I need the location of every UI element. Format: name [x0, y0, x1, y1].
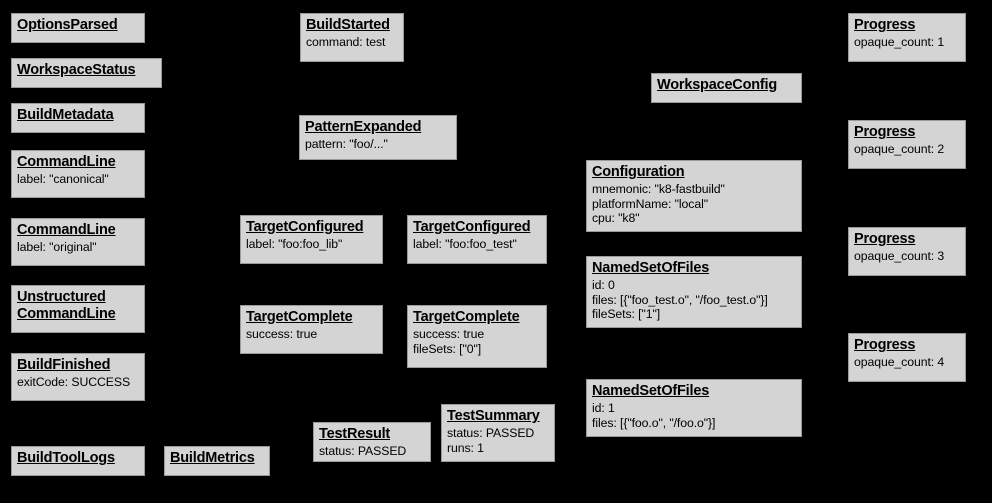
event-node-title: TestSummary: [447, 408, 540, 424]
event-node-title: Progress: [854, 17, 916, 33]
event-node-target-configured-foo-lib[interactable]: TargetConfigured label: "foo:foo_lib": [240, 215, 383, 264]
event-node-field: opaque_count: 3: [854, 249, 945, 264]
event-node-field: status: PASSED: [447, 426, 535, 441]
event-node-field: platformName: "local": [592, 196, 708, 211]
event-node-field: runs: 1: [447, 440, 484, 455]
event-node-title: Progress: [854, 124, 916, 140]
event-node-configuration[interactable]: Configuration mnemonic: "k8-fastbuild"pla…: [586, 160, 802, 232]
event-node-field: id: 0: [592, 278, 615, 293]
event-node-title: TargetConfigured: [413, 219, 531, 235]
event-node-command-line-canonical[interactable]: CommandLine label: "canonical": [11, 150, 145, 198]
event-node-field: label: "foo:foo_test": [413, 237, 517, 252]
event-node-command-line-original[interactable]: CommandLine label: "original": [11, 218, 145, 266]
event-node-build-metrics[interactable]: BuildMetrics: [164, 446, 270, 476]
event-node-title: TargetComplete: [246, 309, 353, 325]
event-node-field: fileSets: ["0"]: [413, 341, 482, 356]
event-node-title: Unstructured CommandLine: [17, 289, 116, 323]
event-node-title: TargetComplete: [413, 309, 520, 325]
event-node-workspace-status[interactable]: WorkspaceStatus: [11, 58, 162, 88]
event-node-progress-3[interactable]: Progress opaque_count: 3: [848, 227, 966, 276]
event-node-title: BuildStarted: [306, 17, 390, 33]
event-node-test-result[interactable]: TestResult status: PASSED: [313, 422, 431, 462]
event-node-build-finished[interactable]: BuildFinished exitCode: SUCCESS: [11, 353, 145, 401]
event-node-title: CommandLine: [17, 222, 116, 238]
event-node-field: exitCode: SUCCESS: [17, 375, 131, 390]
event-node-field: files: [{"foo_test.o", "/foo_test.o"}]: [592, 292, 768, 307]
event-node-field: cpu: "k8": [592, 211, 640, 226]
event-node-title: BuildMetrics: [170, 450, 255, 466]
event-node-build-started[interactable]: BuildStarted command: test: [300, 13, 404, 62]
event-node-title: BuildFinished: [17, 357, 111, 373]
event-node-field: opaque_count: 4: [854, 355, 945, 370]
event-node-field: mnemonic: "k8-fastbuild": [592, 182, 725, 197]
event-node-title: NamedSetOfFiles: [592, 260, 710, 276]
event-node-field: command: test: [306, 35, 386, 50]
event-node-field: opaque_count: 1: [854, 35, 945, 50]
event-node-options-parsed[interactable]: OptionsParsed: [11, 13, 145, 43]
event-node-field: success: true: [246, 327, 318, 342]
event-node-field: pattern: "foo/...": [305, 137, 388, 152]
event-node-title: WorkspaceStatus: [17, 62, 136, 78]
event-node-build-metadata[interactable]: BuildMetadata: [11, 103, 145, 133]
event-node-title: OptionsParsed: [17, 17, 118, 33]
event-node-title: BuildToolLogs: [17, 450, 115, 466]
event-node-build-tool-logs[interactable]: BuildToolLogs: [11, 446, 145, 476]
event-node-target-configured-foo-test[interactable]: TargetConfigured label: "foo:foo_test": [407, 215, 547, 264]
event-node-pattern-expanded[interactable]: PatternExpanded pattern: "foo/...": [299, 115, 457, 160]
event-node-field: opaque_count: 2: [854, 142, 945, 157]
event-node-title: NamedSetOfFiles: [592, 383, 710, 399]
event-node-progress-4[interactable]: Progress opaque_count: 4: [848, 333, 966, 382]
event-node-field: files: [{"foo.o", "/foo.o"}]: [592, 415, 716, 430]
event-node-unstructured-command-line[interactable]: Unstructured CommandLine: [11, 285, 145, 333]
event-node-field: label: "foo:foo_lib": [246, 237, 343, 252]
event-node-title: TargetConfigured: [246, 219, 364, 235]
event-node-title: PatternExpanded: [305, 119, 422, 135]
event-node-title: WorkspaceConfig: [657, 77, 778, 93]
event-node-field: fileSets: ["1"]: [592, 307, 661, 322]
event-node-target-complete-foo-lib[interactable]: TargetComplete success: true: [240, 305, 383, 354]
event-node-title: Progress: [854, 231, 916, 247]
event-node-title: Progress: [854, 337, 916, 353]
event-node-field: status: PASSED: [319, 444, 407, 459]
event-node-workspace-config[interactable]: WorkspaceConfig: [651, 73, 802, 103]
event-node-field: label: "original": [17, 240, 97, 255]
event-node-title: Configuration: [592, 164, 685, 180]
event-node-title: CommandLine: [17, 154, 116, 170]
event-node-title: TestResult: [319, 426, 391, 442]
event-node-progress-2[interactable]: Progress opaque_count: 2: [848, 120, 966, 169]
event-node-field: id: 1: [592, 401, 615, 416]
event-node-title: BuildMetadata: [17, 107, 114, 123]
event-node-field: success: true: [413, 327, 485, 342]
event-node-progress-1[interactable]: Progress opaque_count: 1: [848, 13, 966, 62]
event-node-field: label: "canonical": [17, 172, 109, 187]
